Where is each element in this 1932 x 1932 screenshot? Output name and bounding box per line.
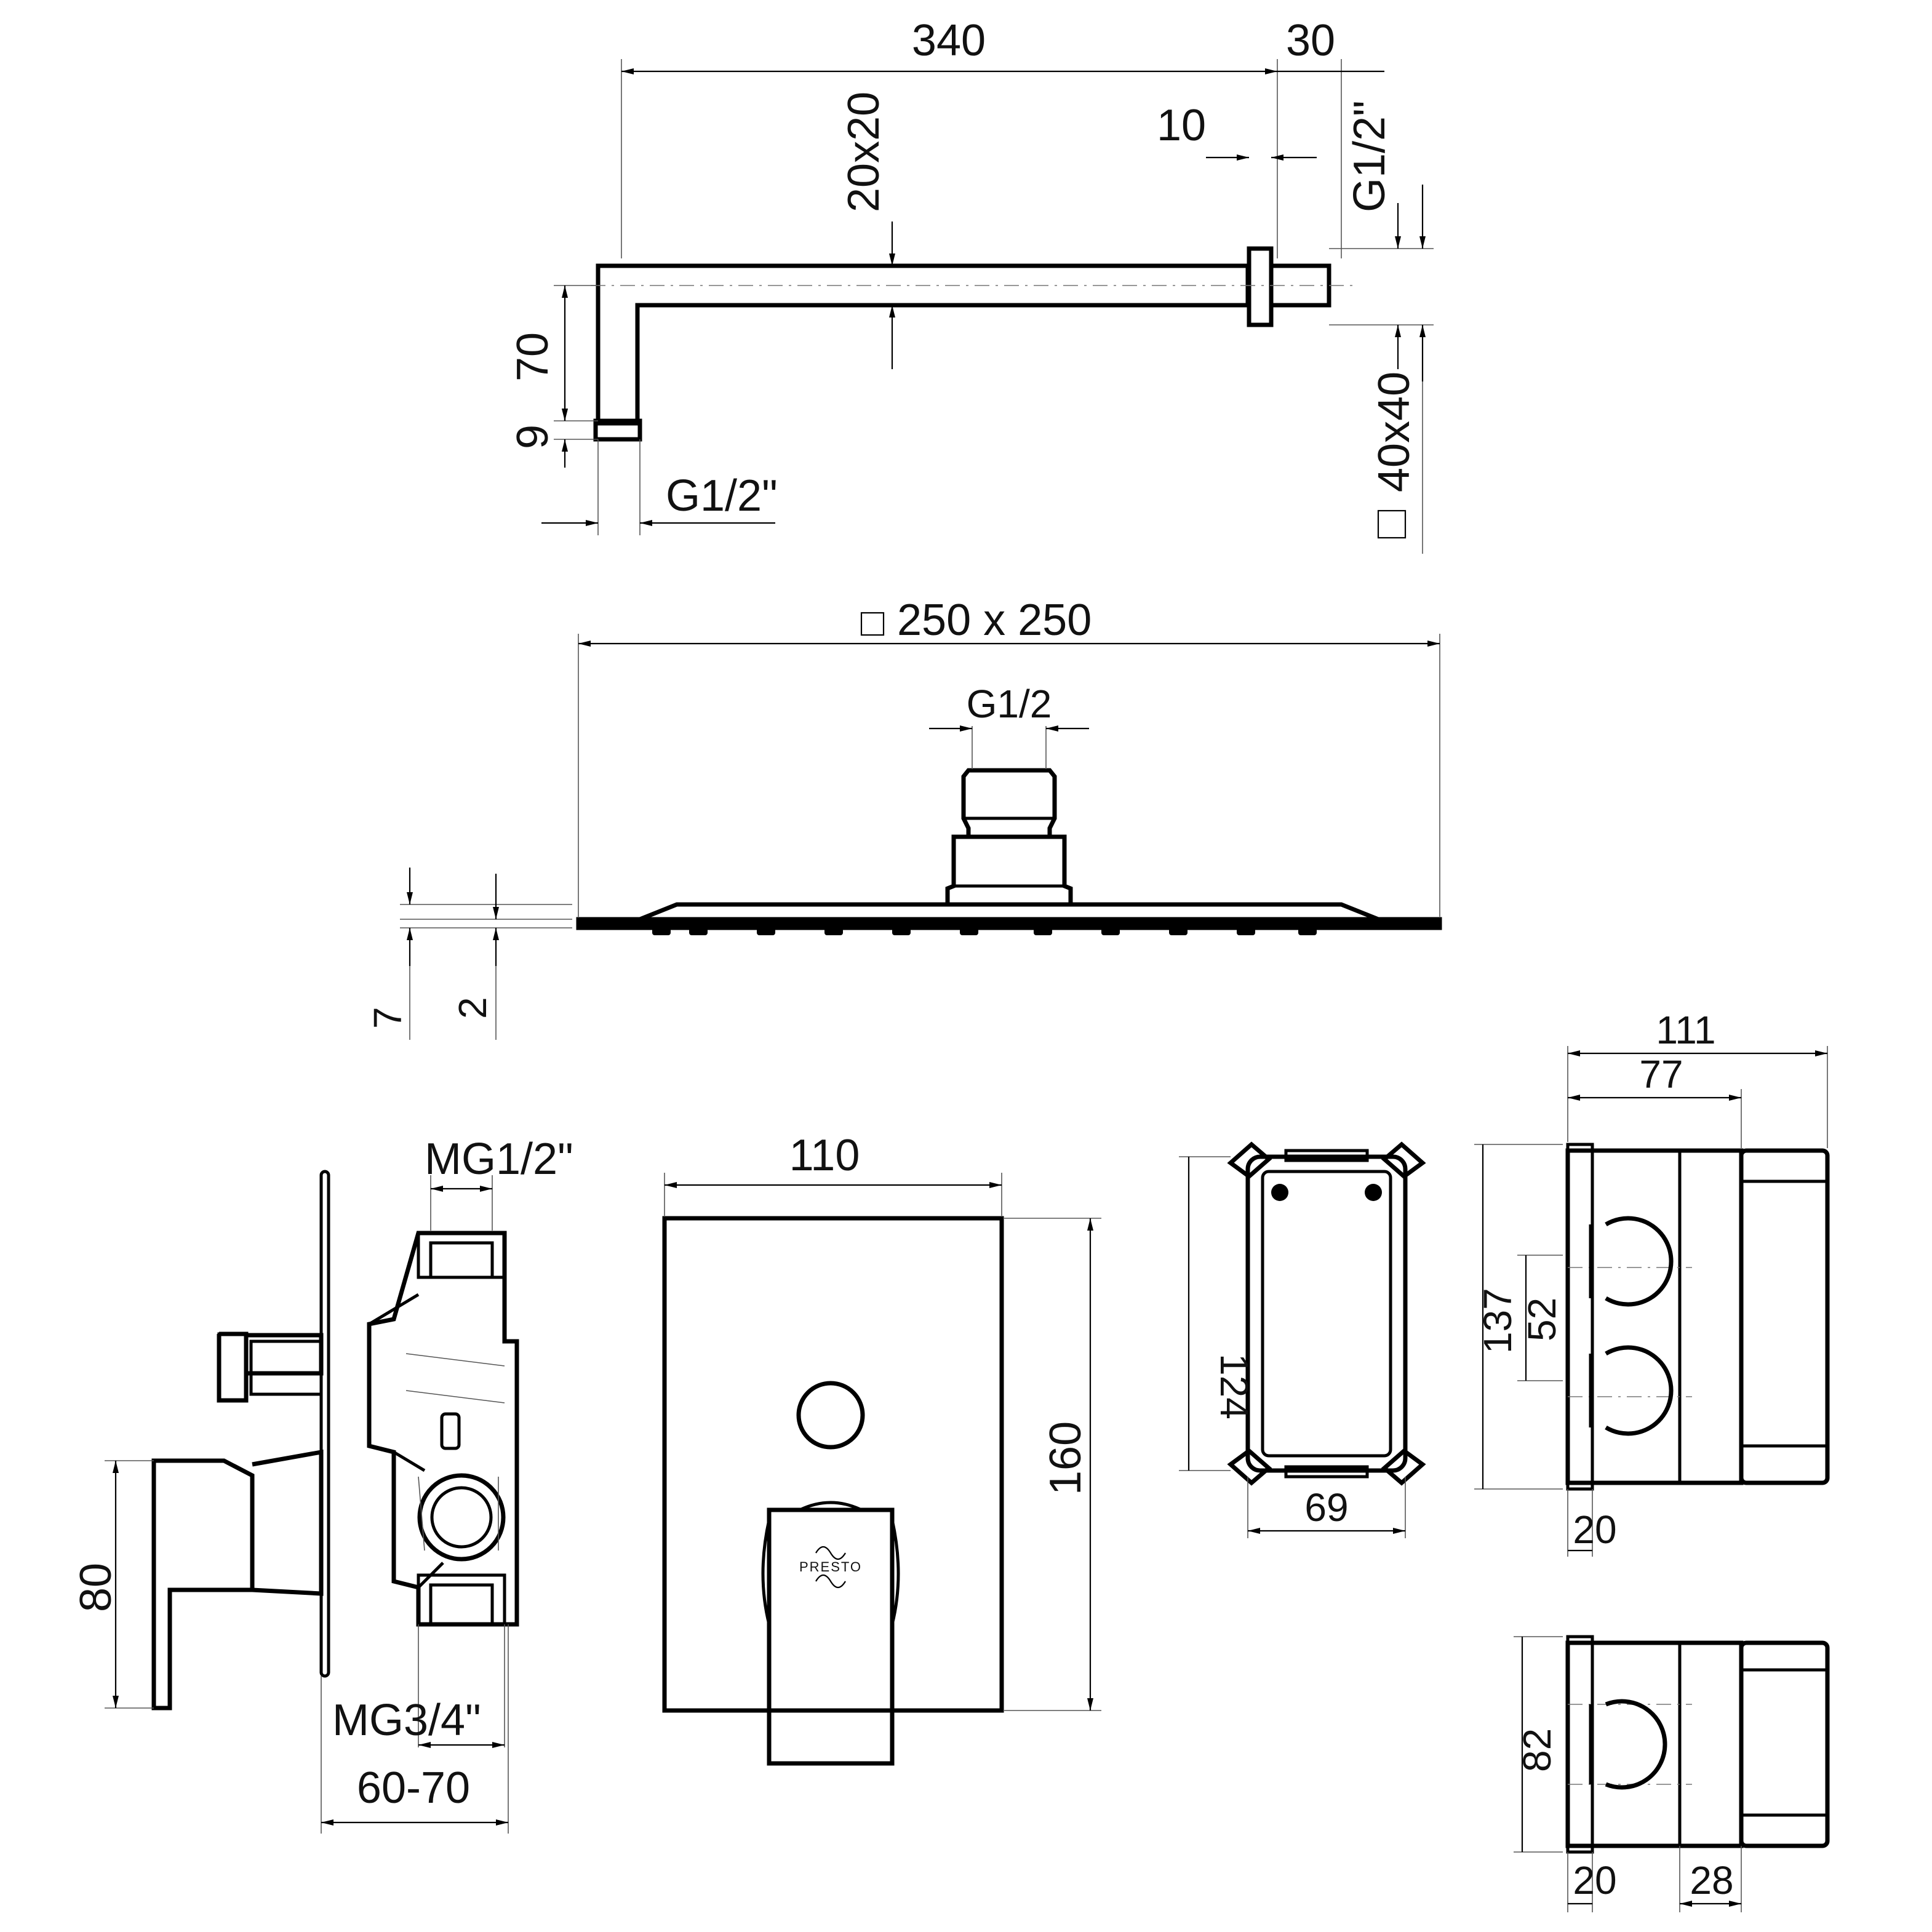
mixer-side-drawing: MG1/2" MG3/4" 60-70 80: [71, 1135, 573, 1834]
box-width-label: 69: [1304, 1485, 1348, 1530]
brand-mark: PRESTO: [799, 1559, 862, 1575]
arm-thread-length-label: 9: [508, 425, 557, 449]
arm-flange-size-label: 40x40: [1370, 372, 1419, 492]
mount-hole: [1271, 1184, 1288, 1201]
outlet-thread-label: MG1/2": [425, 1135, 573, 1184]
mount-ear: [1381, 1448, 1426, 1486]
head-edge-thickness-label: 2: [450, 997, 495, 1019]
mixer-handle: [151, 1458, 255, 1710]
square-symbol: [860, 612, 885, 636]
shower-arm-thread-end: [593, 418, 642, 442]
cover-height-label: 160: [1041, 1421, 1090, 1495]
front-handle: [767, 1507, 895, 1766]
mount-ear: [1227, 1448, 1272, 1486]
cover-plate: [662, 1216, 1004, 1713]
box-front-drawing: 124 69: [1179, 1141, 1426, 1538]
wall-plate: [319, 1170, 330, 1678]
box-height-label: 124: [1212, 1354, 1256, 1419]
valve-inlet-port: [417, 1473, 506, 1562]
arm-section-label: 20x20: [839, 92, 888, 212]
small-box-wall-label: 20: [1573, 1858, 1616, 1902]
inlet-thread-label: MG3/4": [332, 1696, 481, 1745]
arm-nut-length-label: 10: [1157, 101, 1206, 150]
box-total-depth-label: 111: [1656, 1008, 1715, 1052]
shower-head-drawing: 250 x 250 G1/2 7 2: [365, 596, 1442, 1040]
small-box-height-label: 82: [1515, 1728, 1559, 1772]
head-size-label: 250 x 250: [897, 596, 1092, 645]
mixer-front-drawing: PRESTO 110 160: [662, 1131, 1101, 1766]
box-side-drawing: 111 77 137 52 20: [1474, 1008, 1830, 1557]
nozzle-row: [652, 928, 1317, 935]
port-circle-upper: [1605, 1216, 1674, 1307]
shower-arm-drawing: 340 30 10 20x20 G1/2" 40x40 70 9: [508, 16, 1434, 554]
arm-length-label: 340: [912, 16, 986, 65]
cover-width-label: 110: [789, 1131, 860, 1180]
shower-arm-outline: [596, 263, 1250, 426]
mixer-depth-label: 60-70: [357, 1763, 470, 1813]
arm-wall-thread-label: G1/2": [1345, 100, 1394, 212]
port-spacing-label: 52: [1520, 1298, 1564, 1341]
arm-flange-depth-label: 30: [1286, 16, 1335, 65]
mount-ear: [1381, 1141, 1426, 1180]
port-circle-lower: [1605, 1345, 1674, 1436]
box-side-small-drawing: 82 20 28: [1514, 1635, 1830, 1912]
small-box-ext-label: 28: [1690, 1858, 1733, 1902]
mount-ear: [1227, 1141, 1272, 1180]
diverter-spindle: [217, 1331, 324, 1403]
box-side-height-label: 137: [1475, 1288, 1520, 1354]
small-port-circle: [1605, 1699, 1667, 1790]
box-frame: [1245, 1154, 1408, 1473]
head-thickness-label: 7: [365, 1007, 410, 1029]
box-wall-label: 20: [1573, 1507, 1616, 1552]
arm-height-label: 70: [508, 332, 557, 381]
mount-hole: [1365, 1184, 1382, 1201]
diverter-knob: [796, 1381, 865, 1450]
handle-height-label: 80: [71, 1563, 121, 1612]
shower-arm-nut: [1247, 246, 1274, 327]
square-symbol: [1377, 509, 1407, 539]
shower-head-connector: [945, 834, 1073, 904]
arm-head-thread-label: G1/2": [666, 471, 778, 521]
box-body-depth-label: 77: [1639, 1052, 1683, 1096]
head-connection-label: G1/2: [967, 682, 1052, 726]
